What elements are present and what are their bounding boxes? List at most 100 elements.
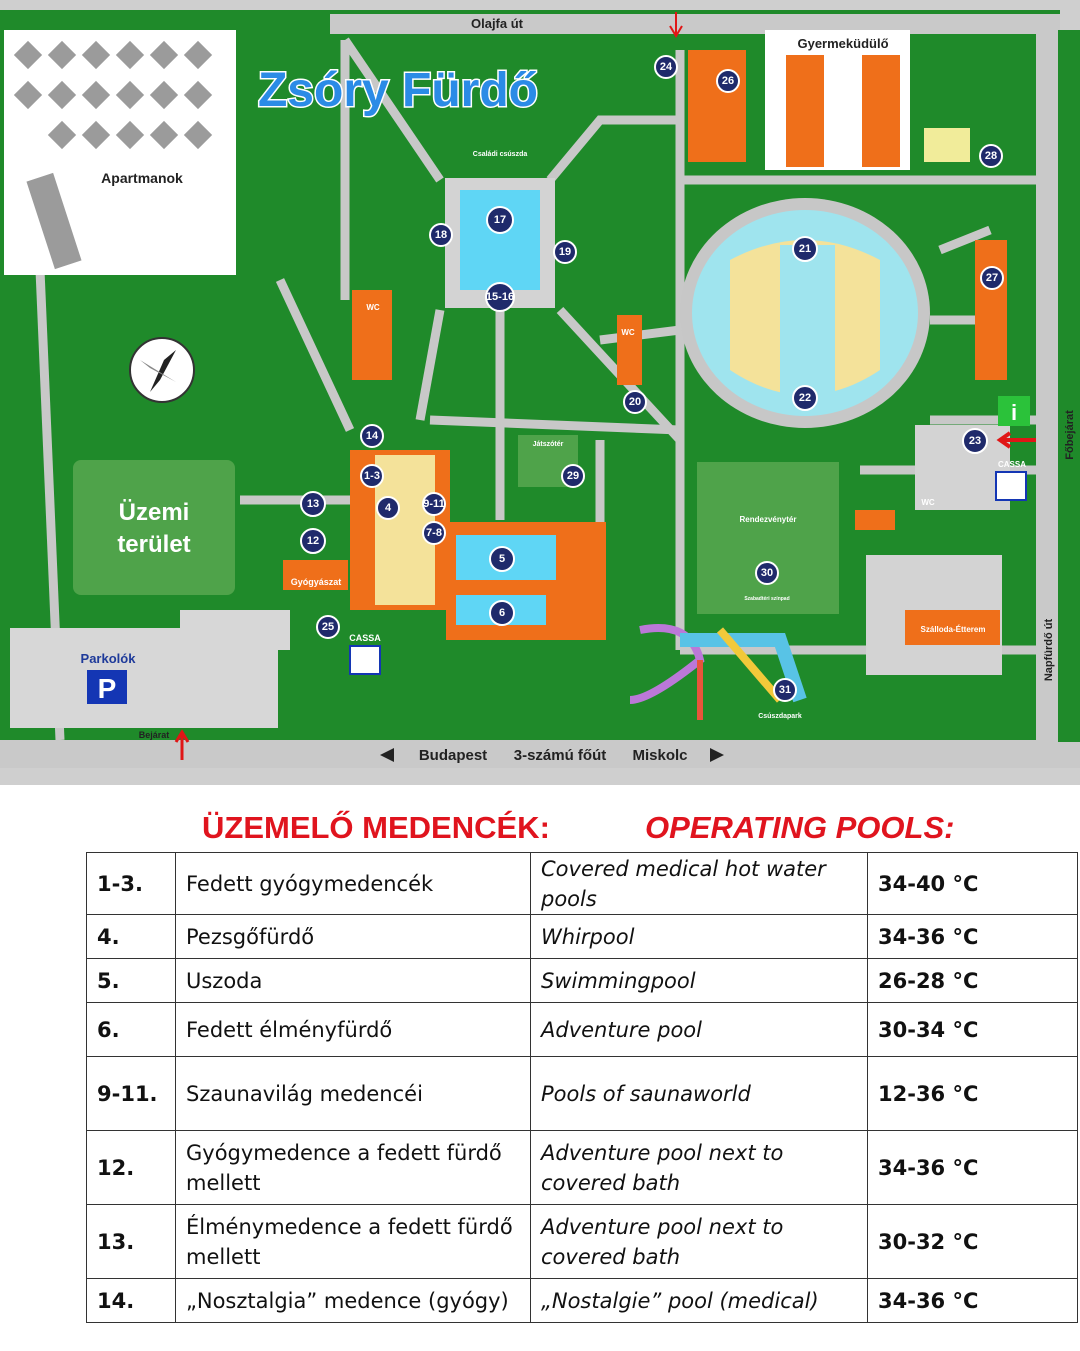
apartments-area xyxy=(4,30,236,275)
parking-sign: P xyxy=(98,673,117,704)
pin-marker xyxy=(755,561,779,585)
pool-17 xyxy=(460,190,540,290)
entrance-arrow-icon xyxy=(174,729,190,760)
works-label-line2: terület xyxy=(117,531,190,558)
olajfa-road-label: Olajfa út xyxy=(471,16,524,31)
main-entrance-arrow-icon xyxy=(996,431,1036,449)
pin-label: 17 xyxy=(494,214,506,226)
cell-temp: 12-36 °C xyxy=(867,1056,1078,1131)
cell-temp: 34-36 °C xyxy=(867,1130,1078,1205)
cell-num: 6. xyxy=(86,1002,176,1057)
road-miskolc-label: Miskolc xyxy=(632,747,687,764)
building-26 xyxy=(688,50,746,162)
medical-label: Gyógyászat xyxy=(291,577,342,587)
pools-heading-hu: ÜZEMELŐ MEDENCÉK: xyxy=(202,810,550,845)
hotel-building xyxy=(905,610,1000,645)
pin-label: 7-8 xyxy=(426,527,442,539)
pin-24: 24 xyxy=(654,55,678,79)
cell-en: Adventure pool next to covered bath xyxy=(530,1204,868,1279)
pin-5: 5 xyxy=(489,546,515,572)
pin-26: 26 xyxy=(716,69,740,93)
pools-heading: ÜZEMELŐ MEDENCÉK: OPERATING POOLS: xyxy=(0,810,1080,850)
cell-num: 13. xyxy=(86,1204,176,1279)
pin-marker xyxy=(360,424,384,448)
cassa-label-right: CASSA xyxy=(998,460,1026,469)
napfurdo-road xyxy=(1036,30,1058,742)
apartments-label: Apartmanok xyxy=(101,170,183,186)
area-28 xyxy=(924,128,970,162)
wc-building-left xyxy=(352,290,392,380)
round-pool-channel xyxy=(780,245,835,395)
pin-label: 13 xyxy=(307,498,319,510)
pin-label: 1-3 xyxy=(364,470,380,482)
pin-label: 18 xyxy=(435,229,447,241)
pin-label: 21 xyxy=(799,243,811,255)
works-area xyxy=(73,460,235,595)
pin-label: 20 xyxy=(629,396,641,408)
pin-marker xyxy=(792,385,818,411)
cell-hu: Pezsgőfürdő xyxy=(175,914,531,959)
slide-park xyxy=(629,624,807,720)
parking-label: Parkolók xyxy=(81,651,137,666)
pin-label: 25 xyxy=(322,621,334,633)
cell-num: 5. xyxy=(86,958,176,1003)
event-square-label: Rendezvénytér xyxy=(740,515,797,524)
cell-temp: 34-40 °C xyxy=(867,852,1078,915)
cell-temp: 30-32 °C xyxy=(867,1204,1078,1279)
pin-25: 25 xyxy=(316,615,340,639)
pin-29: 29 xyxy=(561,464,585,488)
pin-17: 17 xyxy=(486,206,514,234)
pin-marker xyxy=(979,144,1003,168)
medical-building xyxy=(283,560,348,590)
pin-marker xyxy=(300,528,326,554)
pin-label: 31 xyxy=(779,684,791,696)
cell-temp: 30-34 °C xyxy=(867,1002,1078,1057)
camp-building-2 xyxy=(862,55,900,167)
cell-en: Swimmingpool xyxy=(530,958,868,1003)
parking-sign-icon xyxy=(87,670,127,704)
pin-4: 4 xyxy=(376,496,400,520)
pin-28: 28 xyxy=(979,144,1003,168)
pin-label: 19 xyxy=(559,246,571,258)
cell-en: Covered medical hot water pools xyxy=(530,852,868,915)
wc-label-left: WC xyxy=(366,303,380,312)
pin-marker xyxy=(962,428,988,454)
pin-marker xyxy=(489,600,515,626)
info-icon xyxy=(998,396,1030,426)
wc-building-center xyxy=(617,315,642,385)
pin-label: 4 xyxy=(385,502,392,514)
info-label: i xyxy=(1011,400,1017,425)
pin-23: 23 xyxy=(962,428,988,454)
slide-park-label: Csúszdapark xyxy=(758,713,802,720)
pin-label: 26 xyxy=(722,75,734,87)
pin-marker xyxy=(980,266,1004,290)
cell-temp: 34-36 °C xyxy=(867,914,1078,959)
pin-marker xyxy=(300,491,326,517)
pin-marker xyxy=(360,464,384,488)
camp-building-1 xyxy=(786,55,824,167)
pin-marker xyxy=(486,206,514,234)
pin-label: 14 xyxy=(366,430,379,442)
cell-num: 14. xyxy=(86,1278,176,1323)
cell-en: Pools of saunaworld xyxy=(530,1056,868,1131)
pin-label: 27 xyxy=(986,272,998,284)
pin-marker xyxy=(316,615,340,639)
pin-12: 12 xyxy=(300,528,326,554)
playground-label: Játszótér xyxy=(533,441,564,448)
small-building xyxy=(855,510,895,530)
cell-num: 9-11. xyxy=(86,1056,176,1131)
pin-marker xyxy=(489,546,515,572)
pin-20: 20 xyxy=(623,390,647,414)
olajfa-road xyxy=(330,14,1060,34)
pin-marker xyxy=(654,55,678,79)
pin-label: 23 xyxy=(969,435,981,447)
cell-en: „Nostalgie” pool (medical) xyxy=(530,1278,868,1323)
cell-hu: Gyógymedence a fedett fürdő mellett xyxy=(175,1130,531,1205)
pin-marker xyxy=(422,521,446,545)
